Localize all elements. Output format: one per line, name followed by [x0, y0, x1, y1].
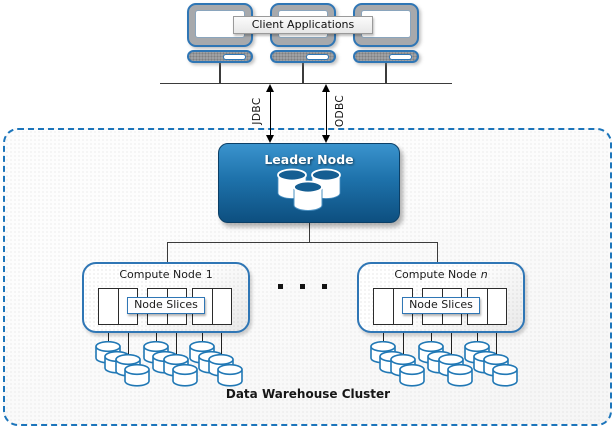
ellipsis-squares-icon [300, 284, 305, 289]
cluster-title-label: Data Warehouse Cluster [225, 387, 391, 401]
monitor-key [306, 54, 329, 60]
disk-stack-icon [114, 353, 152, 388]
slice [99, 289, 119, 324]
odbc-arrow-shaft [325, 90, 328, 136]
storage-connector-line [176, 333, 178, 357]
jdbc-label: JDBC [251, 97, 263, 125]
monitor-key [223, 54, 246, 60]
storage-connector-line [451, 333, 453, 357]
storage-connector-line [383, 333, 385, 344]
disk-stack-icon [437, 353, 475, 388]
branch-left-line [166, 241, 168, 263]
ellipsis-squares-icon [278, 284, 283, 289]
node-slices-label: Node Slices [127, 297, 205, 314]
branch-horizontal-line [166, 241, 438, 243]
monitor-stem-line [219, 58, 221, 83]
network-bus-line [160, 82, 452, 84]
disk-stack-icon [389, 353, 427, 388]
compute-node-number: 1 [205, 268, 213, 281]
arrowhead-down-icon [266, 135, 274, 143]
storage-connector-line [403, 333, 405, 357]
compute-node-name: Compute Node [119, 268, 202, 281]
database-cylinders-icon [219, 167, 399, 219]
branch-right-line [436, 241, 438, 263]
leader-node-title: Leader Node [264, 152, 354, 167]
slice-group [373, 288, 413, 325]
storage-connector-line [156, 333, 158, 344]
storage-connector-line [108, 333, 110, 344]
client-applications-label: Client Applications [233, 16, 373, 34]
storage-connector-line [221, 333, 223, 357]
slice [468, 289, 488, 324]
monitor-keyboard [270, 50, 336, 63]
monitor-stem-line [302, 58, 304, 83]
compute-node-name: Compute Node [394, 268, 477, 281]
ellipsis-squares-icon [322, 284, 327, 289]
arrowhead-down-icon [322, 135, 330, 143]
storage-connector-line [202, 333, 204, 344]
monitor-key [389, 54, 412, 60]
monitor-stem-line [385, 58, 387, 83]
leader-node-box: Leader Node [218, 143, 400, 223]
odbc-label: ODBC [334, 94, 346, 128]
storage-connector-line [477, 333, 479, 344]
storage-connector-line [496, 333, 498, 357]
disk-stack-icon [482, 353, 520, 388]
disk-stack-icon [162, 353, 200, 388]
compute-node-number: n [480, 268, 488, 281]
storage-connector-line [128, 333, 130, 357]
slice [193, 289, 213, 324]
monitor-keyboard [187, 50, 253, 63]
jdbc-arrow-shaft [269, 90, 272, 136]
node-slices-label: Node Slices [402, 297, 480, 314]
disk-stack-icon [207, 353, 245, 388]
arrowhead-up-icon [322, 84, 330, 92]
slice [374, 289, 394, 324]
slice [488, 289, 507, 324]
storage-connector-line [431, 333, 433, 344]
monitor-keyboard [353, 50, 419, 63]
arrowhead-up-icon [266, 84, 274, 92]
slice [213, 289, 232, 324]
leader-drop-line [308, 223, 310, 242]
